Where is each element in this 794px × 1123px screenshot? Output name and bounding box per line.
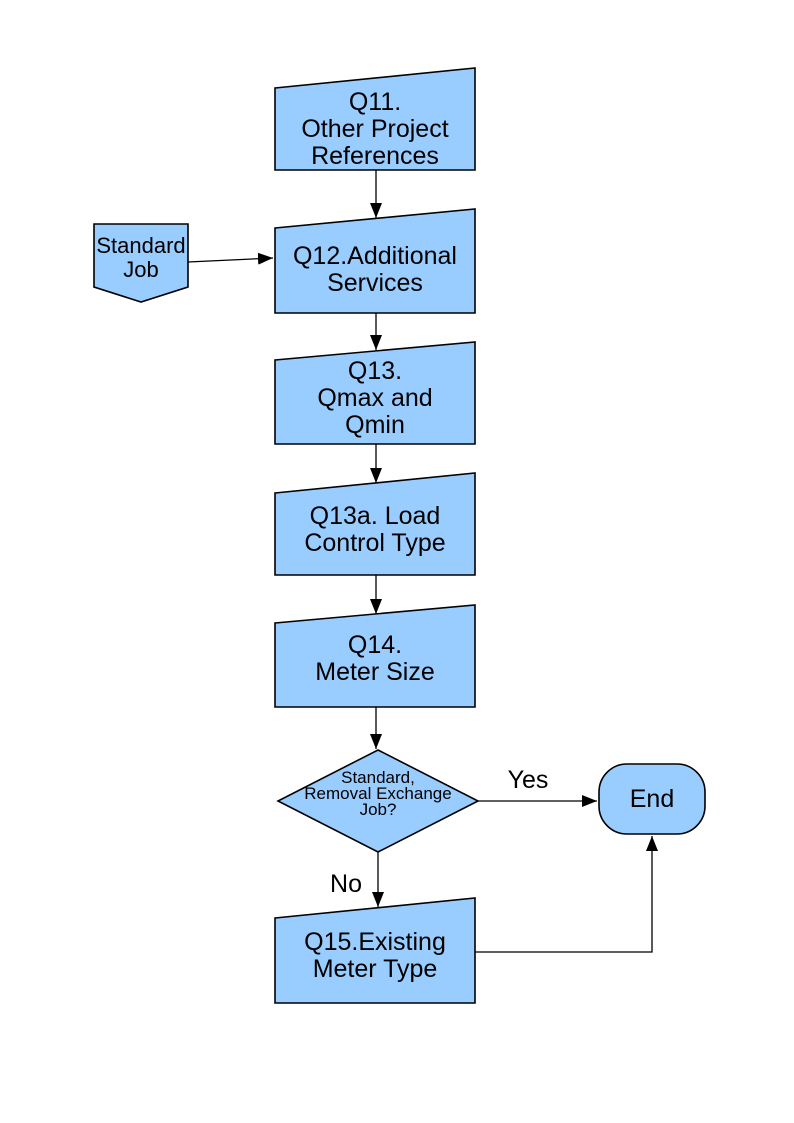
label-edge-yes: Yes bbox=[507, 766, 549, 794]
label-q13a: Q13a. Load Control Type bbox=[304, 502, 446, 557]
label-decision: Standard, Removal Exchange Job? bbox=[304, 768, 452, 819]
node-q14 bbox=[274, 604, 476, 708]
label-end: End bbox=[629, 785, 675, 813]
node-q12 bbox=[274, 208, 476, 314]
label-q12: Q12.Additional Services bbox=[292, 242, 457, 297]
node-standard-job bbox=[93, 223, 189, 303]
edge-standardjob-to-q12 bbox=[187, 252, 274, 265]
node-end bbox=[598, 763, 706, 835]
label-edge-no: No bbox=[330, 870, 362, 898]
node-q13a bbox=[274, 472, 476, 576]
label-standard-job: Standard Job bbox=[96, 233, 186, 282]
edge-q15-to-end bbox=[475, 836, 658, 953]
label-q15: Q15.Existing Meter Type bbox=[304, 928, 446, 983]
node-decision bbox=[276, 749, 480, 853]
node-q11 bbox=[274, 67, 476, 171]
label-q11: Q11. Other Project References bbox=[301, 88, 449, 170]
label-q13: Q13. Qmax and Qmin bbox=[317, 357, 433, 439]
label-q14: Q14. Meter Size bbox=[315, 631, 435, 686]
node-q15 bbox=[274, 897, 476, 1004]
node-q13 bbox=[274, 341, 476, 445]
